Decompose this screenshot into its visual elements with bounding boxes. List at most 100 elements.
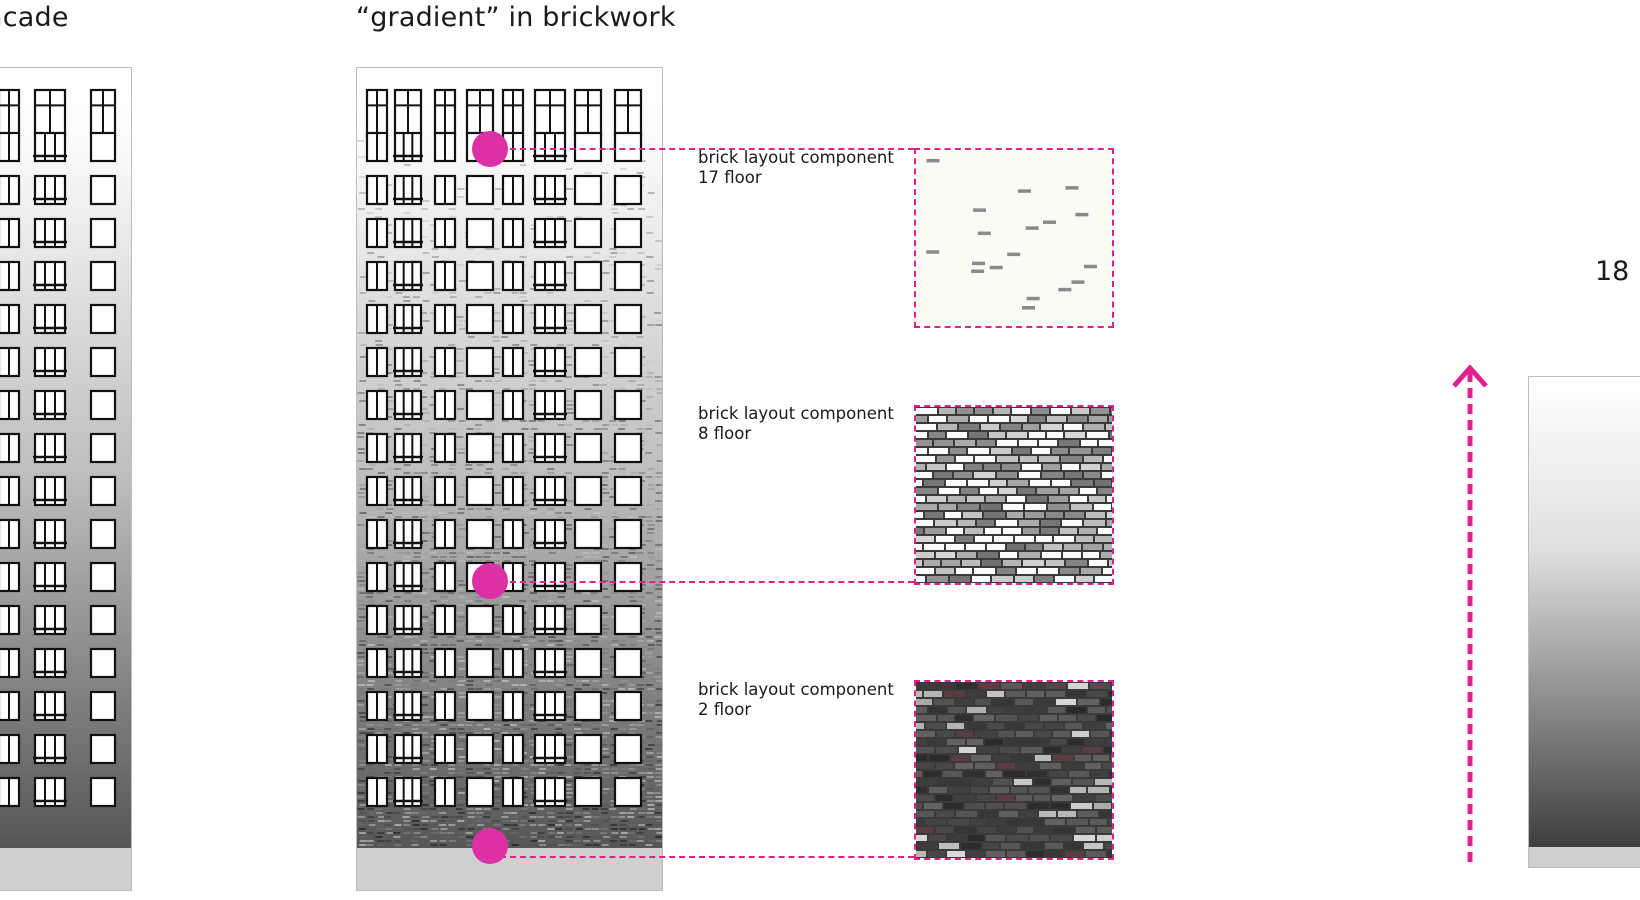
brick-mark [937,731,954,737]
brick-mark [1027,707,1046,713]
facade-window [573,475,603,507]
brick-mark [1076,827,1095,833]
brick-mark [1052,795,1072,801]
brick-mark [999,488,1016,494]
brick-mark [916,528,923,534]
brick-mark [1023,528,1039,534]
brick-mark [924,560,940,566]
brick-mark [1065,851,1084,857]
brick-mark [1075,755,1091,761]
brick-mark [1001,424,1021,430]
brick-mark [1106,424,1112,430]
brick-mark [1012,755,1033,761]
brick-mark [1007,835,1028,841]
brick-mark [916,787,927,793]
brick-mark [1043,464,1060,470]
brick-mark [1022,843,1043,849]
brick-mark [1091,408,1109,414]
brick-mark [929,707,946,713]
brick-mark [1023,560,1044,566]
facade-window [573,690,603,722]
brick-mark [934,683,954,689]
brick-mark [956,536,973,542]
brick-mark [928,851,945,857]
brick-mark [972,261,986,266]
brick-mark [1070,496,1087,502]
brick-mark [924,480,944,486]
brick-mark [1051,803,1069,809]
brick-mark [1071,504,1092,510]
brick-mark [987,691,1004,697]
brick-mark [1104,747,1112,753]
brick-mark [987,544,1005,550]
brick-mark [1047,432,1063,438]
brick-mark [1065,512,1084,518]
brick-mark [1054,536,1074,542]
brick-mark [1035,731,1051,737]
component-label-17-floor: brick layout component 17 floor [698,148,894,188]
brick-mark [1005,803,1026,809]
brick-mark [1094,803,1111,809]
brick-mark [959,747,976,753]
facade-window [613,561,643,593]
brick-mark [989,265,1003,270]
brick-mark [957,552,976,558]
brick-mark [1065,723,1082,729]
brick-mark [989,416,1009,422]
title-gradient-brickwork: “gradient” in brickwork [356,2,676,33]
brick-mark [1039,456,1059,462]
brick-mark [1078,699,1099,705]
brick-mark [1029,432,1045,438]
brick-mark [1049,496,1068,502]
brick-mark [980,488,997,494]
floor-number-label: 18 [1595,256,1630,287]
brick-mark [991,448,1011,454]
brick-mark [966,723,985,729]
brick-mark [977,440,995,446]
facade-window [465,389,495,421]
marker-dot-2-floor [472,828,508,864]
facade-window [613,518,643,550]
brick-mark [929,416,946,422]
brick-mark [947,739,965,745]
brick-mark [1040,715,1057,721]
brick-mark [955,440,975,446]
brick-mark [948,416,968,422]
brick-mark [986,851,1005,857]
brick-mark [1039,440,1057,446]
brick-mark [916,464,925,470]
brick-mark [1054,827,1074,833]
brick-mark [1026,296,1040,301]
brick-mark [1019,520,1039,526]
brick-mark [1106,739,1112,745]
brick-mark [939,488,959,494]
brick-mark [963,512,982,518]
component-label-title: brick layout component [698,680,894,699]
brick-mark [1027,496,1047,502]
brick-mark [973,208,987,212]
brick-mark [1007,252,1021,257]
brick-mark [1063,552,1081,558]
brick-mark [1089,416,1107,422]
brick-mark [916,576,925,582]
brick-mark [986,771,1002,777]
brick-mark [1004,771,1025,777]
brick-mark [974,568,995,574]
brick-mark [1085,763,1101,769]
brick-mark [916,851,926,857]
brick-mark [1088,707,1105,713]
brick-mark [989,819,1005,825]
brick-mark [990,480,1006,486]
brick-mark [1035,699,1054,705]
brick-mark [929,448,948,454]
brick-mark [1048,707,1065,713]
brick-mark [927,576,948,582]
facade-ground [357,848,662,890]
brick-mark [1017,827,1033,833]
brick-mark [989,432,1005,438]
marker-dot-17-floor [472,131,508,167]
brick-mark [916,843,937,849]
brick-mark [978,747,998,753]
brick-mark [946,544,964,550]
brick-mark [939,843,959,849]
